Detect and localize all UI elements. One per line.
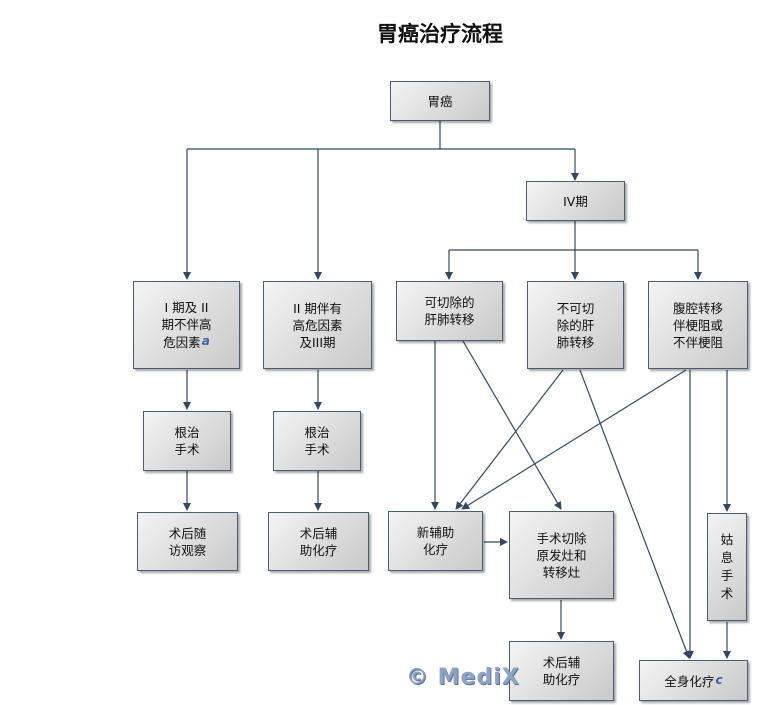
node-radical-surgery-1: 根治 手术 [143, 411, 231, 471]
node-followup: 术后随 访观察 [137, 512, 238, 571]
page-title: 胃癌治疗流程 [377, 22, 503, 46]
node-neoadjuvant-chemo: 新辅助 化疗 [388, 511, 483, 571]
watermark: © MediX [406, 665, 520, 690]
edge-unresectable-systemic [579, 369, 691, 659]
node-adjuvant-chemo-2: 术后辅 助化疗 [509, 641, 614, 701]
node-unresectable-mets: 不可切 除的肝 肺转移 [527, 281, 624, 369]
node-peritoneal-mets: 腹腔转移 伴梗阻或 不伴梗阻 [648, 281, 748, 369]
edge-unresectable-neoadjuvant [455, 369, 564, 510]
node-systemic-chemo: 全身化疗c [639, 660, 748, 701]
node-palliative-surgery: 姑 息 手 术 [707, 513, 747, 621]
node-adjuvant-chemo-1: 术后辅 助化疗 [268, 512, 369, 571]
edge-resectable-resection [462, 340, 562, 510]
node-radical-surgery-2: 根治 手术 [273, 411, 361, 471]
node-resectable-mets: 可切除的 肝肺转移 [396, 281, 503, 341]
edge-peritoneal-neoadjuvant [461, 369, 687, 510]
node-gastric-cancer: 胃癌 [390, 81, 490, 121]
node-stage-i-ii: I 期及 II 期不伴高 危因素a [133, 281, 240, 369]
footnote-a: a [201, 334, 210, 348]
node-stage-ii-iii: II 期伴有 高危因素 及III期 [263, 281, 372, 369]
footnote-c: c [715, 672, 723, 687]
node-stage-iv: IV期 [526, 181, 625, 221]
node-resection-primary: 手术切除 原发灶和 转移灶 [509, 511, 614, 599]
